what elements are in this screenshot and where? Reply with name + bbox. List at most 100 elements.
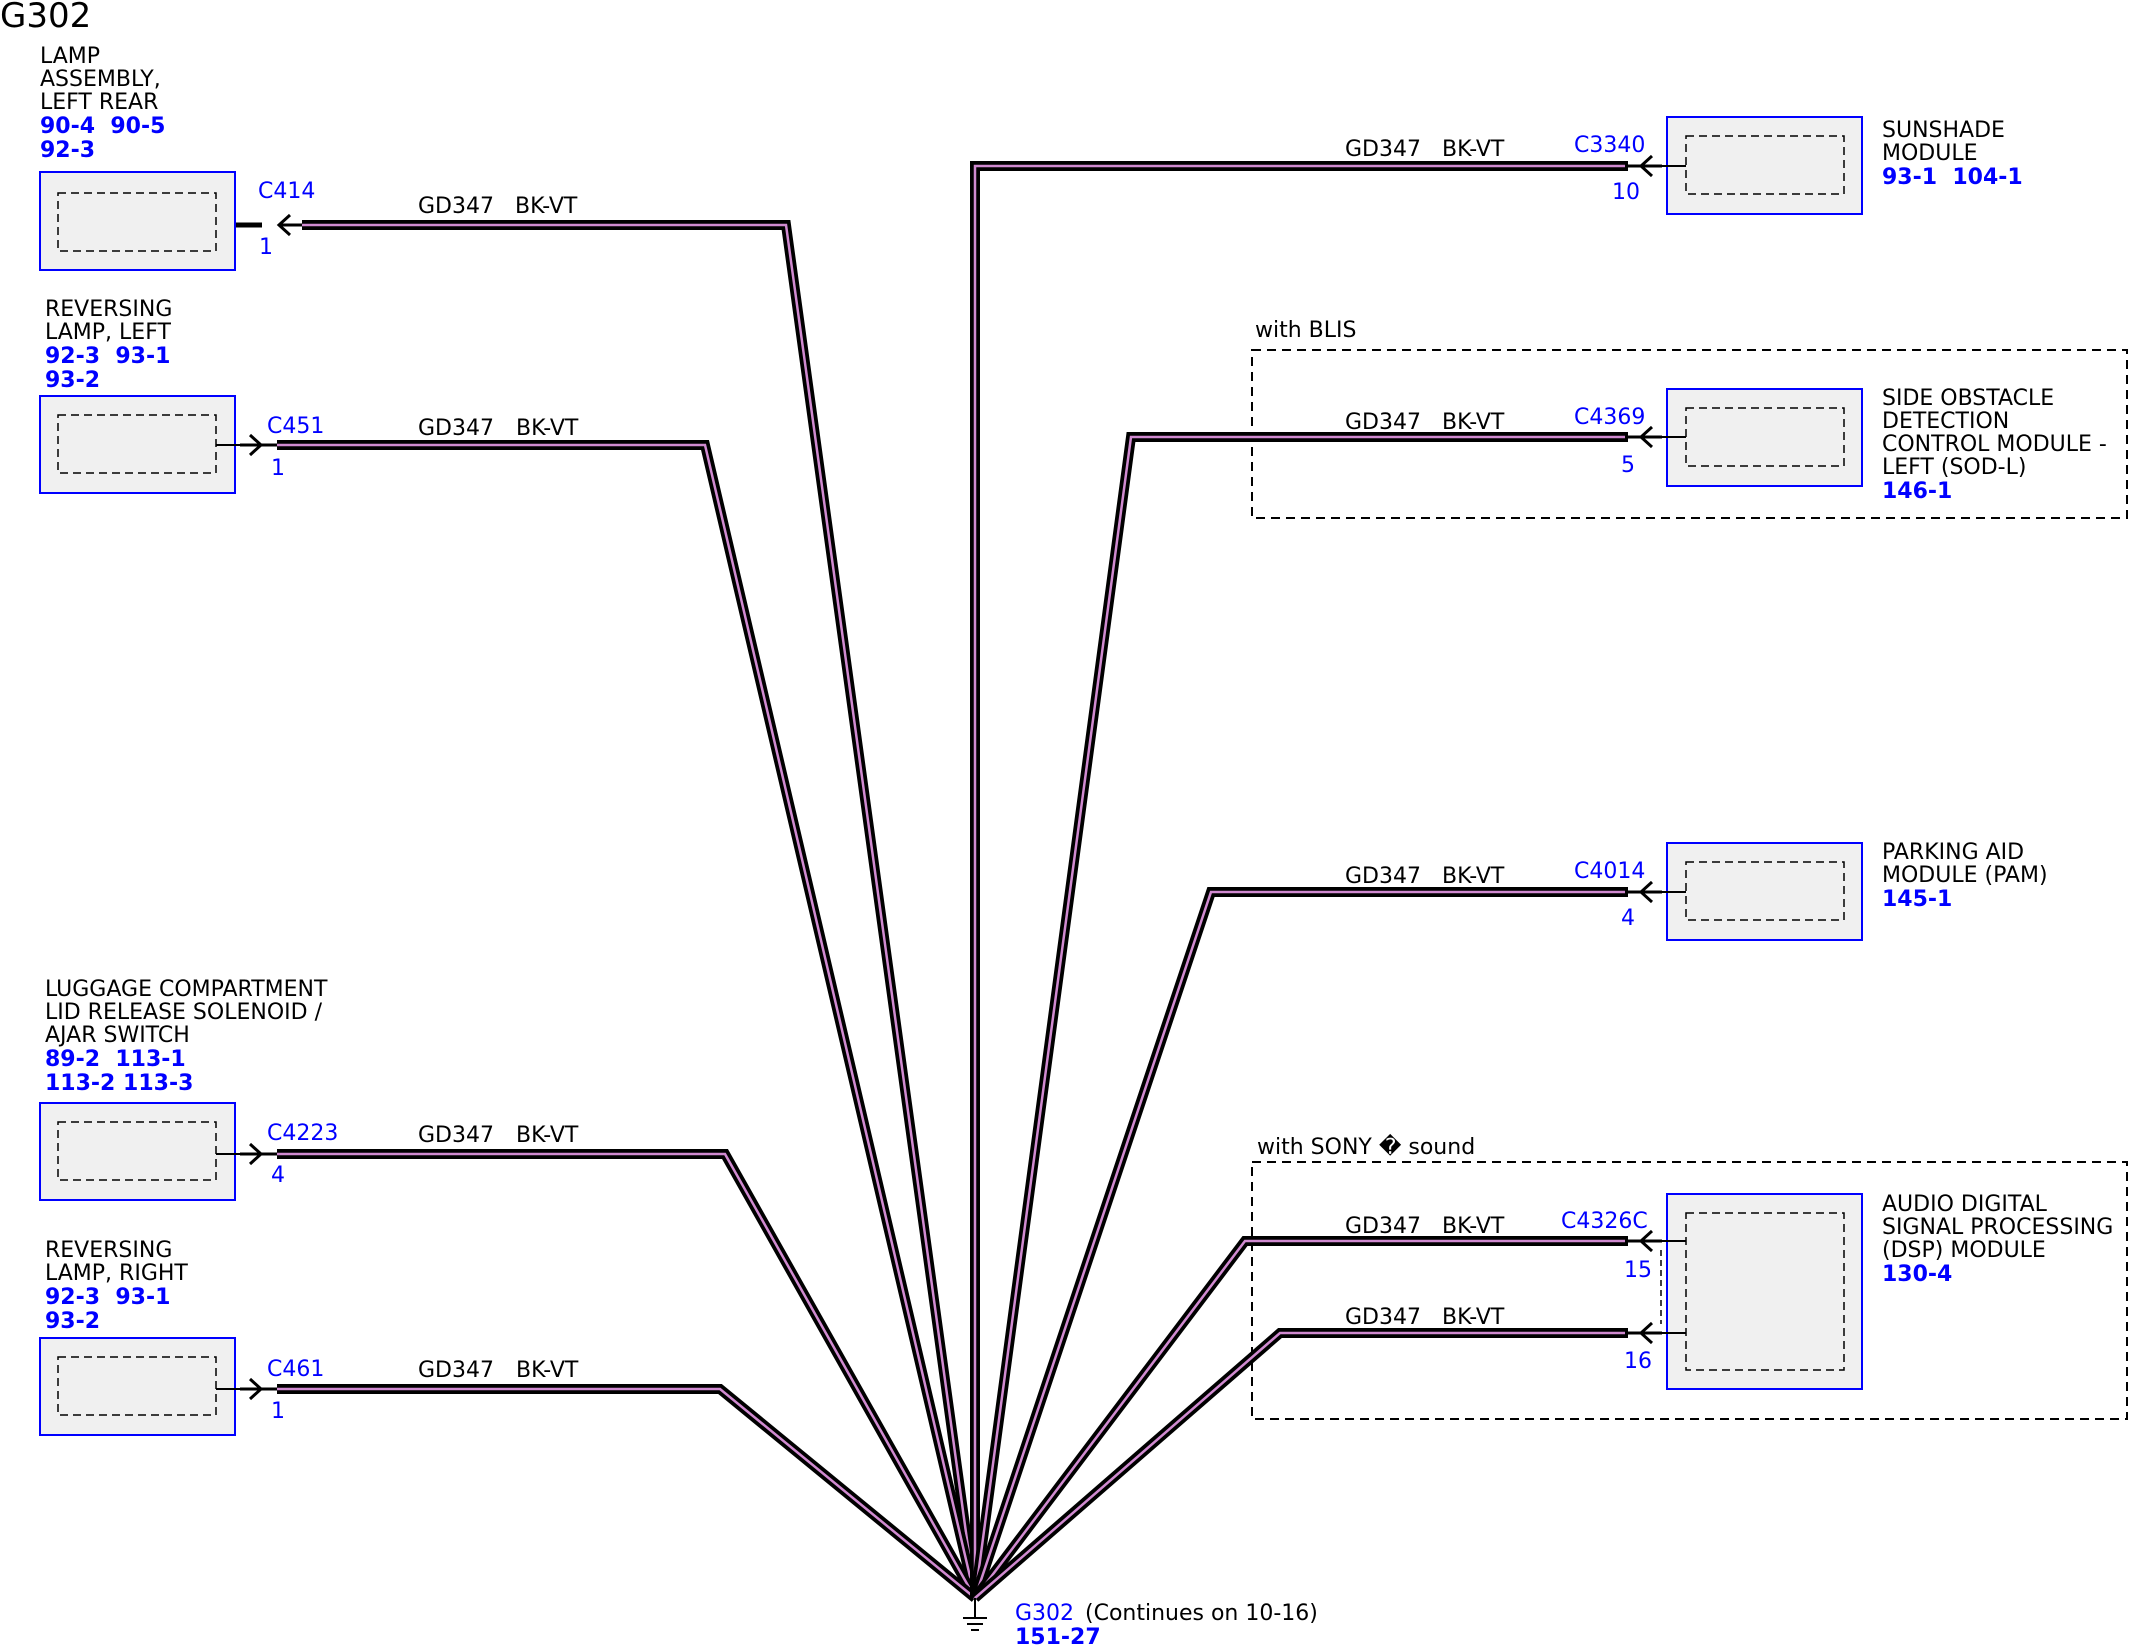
option-label-sony: with SONY � sound [1257,1133,1475,1160]
wire-color-label: BK-VT [516,416,579,441]
component-name: AJAR SWITCH [45,1023,190,1048]
connector-arrow-icon [240,433,277,457]
pin-number: 16 [1624,1349,1652,1374]
wire-circuit-label: GD347 [1345,1305,1421,1330]
connector-arrow-icon [276,213,302,237]
wire-color-label: BK-VT [1442,1305,1505,1330]
connector-arrow-icon [240,1142,277,1166]
page-reference: 89-2 113-1 [45,1047,186,1072]
wire-sunshade-module [970,161,1628,1598]
wire-dsp-module-pin-15 [971,1236,1628,1602]
wire-left-rear-lamp [302,220,980,1599]
component-name: LAMP, RIGHT [45,1261,188,1286]
page-reference: 146-1 [1882,479,1952,504]
component-name: LID RELEASE SOLENOID / [45,1000,323,1025]
wire-circuit-label: GD347 [1345,1214,1421,1239]
option-label-blis: with BLIS [1255,318,1356,343]
option-box-sony [1251,1161,2128,1420]
component-box [39,395,236,494]
connector-id: C3340 [1574,133,1645,158]
component-name: AUDIO DIGITAL [1882,1192,2048,1217]
component-name: MODULE [1882,141,1978,166]
component-box [39,1102,236,1201]
page-reference: 92-3 93-1 [45,1285,170,1310]
component-box [39,171,236,271]
wire-pam-module [970,887,1628,1600]
component-name: MODULE (PAM) [1882,863,2048,888]
component-sod-l-module: C4369 5 SIDE OBSTACLE DETECTION CONTROL … [1345,386,2107,504]
page-reference: 90-4 90-5 [40,114,165,139]
page-reference: 151-27 [1015,1625,1101,1647]
wire-color-label: BK-VT [1442,864,1505,889]
component-luggage-solenoid: LUGGAGE COMPARTMENT LID RELEASE SOLENOID… [39,977,579,1201]
component-name: REVERSING [45,297,172,322]
component-box [1666,116,1863,215]
connector-arrow-icon [240,1377,277,1401]
component-inner-outline [57,1121,217,1181]
component-dsp-module: C4326C 15 16 AUDIO DIGITAL SIGNAL PROCES… [1345,1192,2113,1390]
wire-color-label: BK-VT [1442,1214,1505,1239]
page-reference: 93-2 [45,368,100,393]
component-name: (DSP) MODULE [1882,1238,2046,1263]
page-reference: 145-1 [1882,887,1952,912]
page-reference: 113-2 113-3 [45,1071,193,1096]
wire-circuit-label: GD347 [418,1123,494,1148]
component-pam-module: C4014 4 PARKING AID MODULE (PAM) 145-1 G… [1345,840,2048,941]
component-inner-outline [1685,1212,1845,1371]
connector-id: C414 [258,179,315,204]
component-name: ASSEMBLY, [40,67,161,92]
connector-id: C451 [267,414,324,439]
component-name: LAMP [40,44,100,69]
wire-sod-l-module [970,432,1628,1599]
connector-arrow-icon [1625,880,1662,904]
pin-number: 1 [271,1399,285,1424]
connector-arrow-icon [1625,425,1662,449]
component-reversing-lamp-left: REVERSING LAMP, LEFT 92-3 93-1 93-2 C451… [39,297,579,494]
wire-dsp-module-pin-16 [971,1328,1628,1602]
pin-number: 5 [1621,453,1635,478]
page-reference: 93-1 104-1 [1882,165,2023,190]
page-reference: 130-4 [1882,1262,1952,1287]
component-box [39,1337,236,1436]
wire-circuit-label: GD347 [418,1358,494,1383]
pin-number: 1 [271,456,285,481]
component-box [1666,388,1863,487]
connector-id: C461 [267,1357,324,1382]
wire-color-label: BK-VT [516,1358,579,1383]
pin-number: 15 [1624,1258,1652,1283]
pin-number: 1 [259,235,273,260]
component-left-rear-lamp: LAMP ASSEMBLY, LEFT REAR 90-4 90-5 92-3 … [39,44,578,271]
wire-circuit-label: GD347 [1345,864,1421,889]
component-name: LUGGAGE COMPARTMENT [45,977,328,1002]
connector-arrow-icon [1625,1229,1662,1253]
wire-circuit-label: GD347 [418,416,494,441]
connector-id: C4326C [1561,1209,1648,1234]
wire-luggage-solenoid [277,1149,980,1601]
component-name: REVERSING [45,1238,172,1263]
component-name: LAMP, LEFT [45,320,171,345]
wire-color-label: BK-VT [515,194,578,219]
ground-point: G302 (Continues on 10-16) 151-27 [963,1598,1318,1647]
pin-number: 10 [1612,180,1640,205]
ground-label: G302 [1015,1601,1074,1626]
wire-circuit-label: GD347 [1345,137,1421,162]
component-name: SUNSHADE [1882,118,2005,143]
wire-color-label: BK-VT [1442,137,1505,162]
component-name: CONTROL MODULE - [1882,432,2107,457]
connector-arrow-icon [1625,154,1662,178]
page-title: G302 [0,0,91,36]
page-reference: 93-2 [45,1309,100,1334]
component-name: DETECTION [1882,409,2009,434]
component-box [1666,842,1863,941]
component-name: LEFT (SOD-L) [1882,455,2026,480]
page-reference: 92-3 93-1 [45,344,170,369]
page-reference: 92-3 [40,138,95,163]
wire-reversing-lamp-right [277,1384,979,1602]
connector-id: C4369 [1574,405,1645,430]
component-name: LEFT REAR [40,90,158,115]
ground-continuation-note: (Continues on 10-16) [1085,1601,1318,1626]
component-reversing-lamp-right: REVERSING LAMP, RIGHT 92-3 93-1 93-2 C46… [39,1238,579,1436]
component-inner-outline [57,192,217,252]
component-name: SIGNAL PROCESSING [1882,1215,2113,1240]
